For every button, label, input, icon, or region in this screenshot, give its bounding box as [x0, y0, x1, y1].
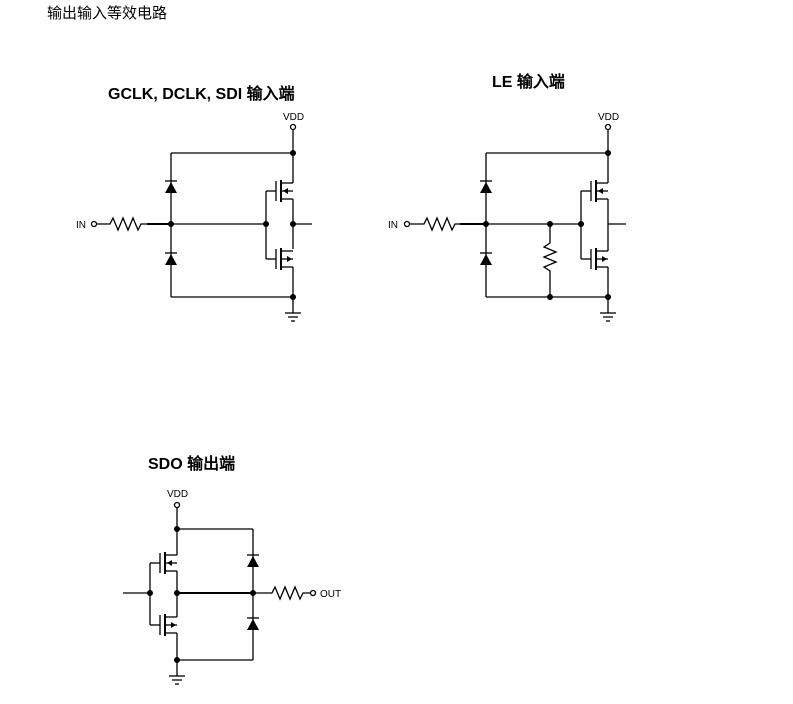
- page-title: 输出输入等效电路: [47, 4, 168, 22]
- circuit2-pulldown-resistor: [542, 224, 558, 297]
- circuit3-output-resistor: [253, 585, 310, 601]
- circuit2-pmos-transistor: [595, 180, 608, 202]
- circuit3-upper-diode: [247, 556, 259, 567]
- circuit3-vdd-terminal: [173, 501, 181, 509]
- circuit2-title: LE 输入端: [492, 74, 565, 91]
- circuit1-vdd-terminal: [289, 123, 297, 131]
- circuit3-output-label: OUT: [320, 589, 341, 600]
- circuit3-title: SDO 输出端: [148, 456, 236, 473]
- circuit2-vdd-terminal: [604, 123, 612, 131]
- circuit2-ground-symbol: [600, 312, 616, 322]
- circuit1-upper-diode: [165, 182, 177, 193]
- circuit1-ground-symbol: [285, 312, 301, 322]
- circuit2-input-resistor: [410, 216, 460, 232]
- circuit1-nmos-transistor: [280, 248, 293, 270]
- circuit1-input-terminal: [90, 220, 98, 228]
- circuit3-pmos-transistor: [164, 552, 177, 574]
- circuit1-pmos-transistor: [280, 180, 293, 202]
- circuit3-lower-diode: [247, 619, 259, 630]
- circuit1-input-resistor: [97, 216, 147, 232]
- circuit1-lower-diode: [165, 254, 177, 265]
- circuit3-output-terminal: [309, 589, 317, 597]
- circuit2-vdd-label: VDD: [598, 112, 619, 123]
- circuit2-nmos-transistor: [595, 248, 608, 270]
- circuit3-nmos-transistor: [164, 614, 177, 636]
- circuit2-input-label: IN: [388, 220, 398, 231]
- circuit2-upper-diode: [480, 182, 492, 193]
- circuit3-ground-symbol: [169, 675, 185, 685]
- circuit2-lower-diode: [480, 254, 492, 265]
- circuit3-vdd-label: VDD: [167, 489, 188, 500]
- circuit2-input-terminal: [403, 220, 411, 228]
- circuit1-schematic: VDD IN: [76, 112, 312, 322]
- circuit2-schematic: VDD IN: [388, 112, 626, 322]
- circuit1-input-label: IN: [76, 220, 86, 231]
- circuit1-vdd-label: VDD: [283, 112, 304, 123]
- circuit1-title: GCLK, DCLK, SDI 输入端: [108, 86, 295, 103]
- circuit3-schematic: VDD: [123, 489, 341, 685]
